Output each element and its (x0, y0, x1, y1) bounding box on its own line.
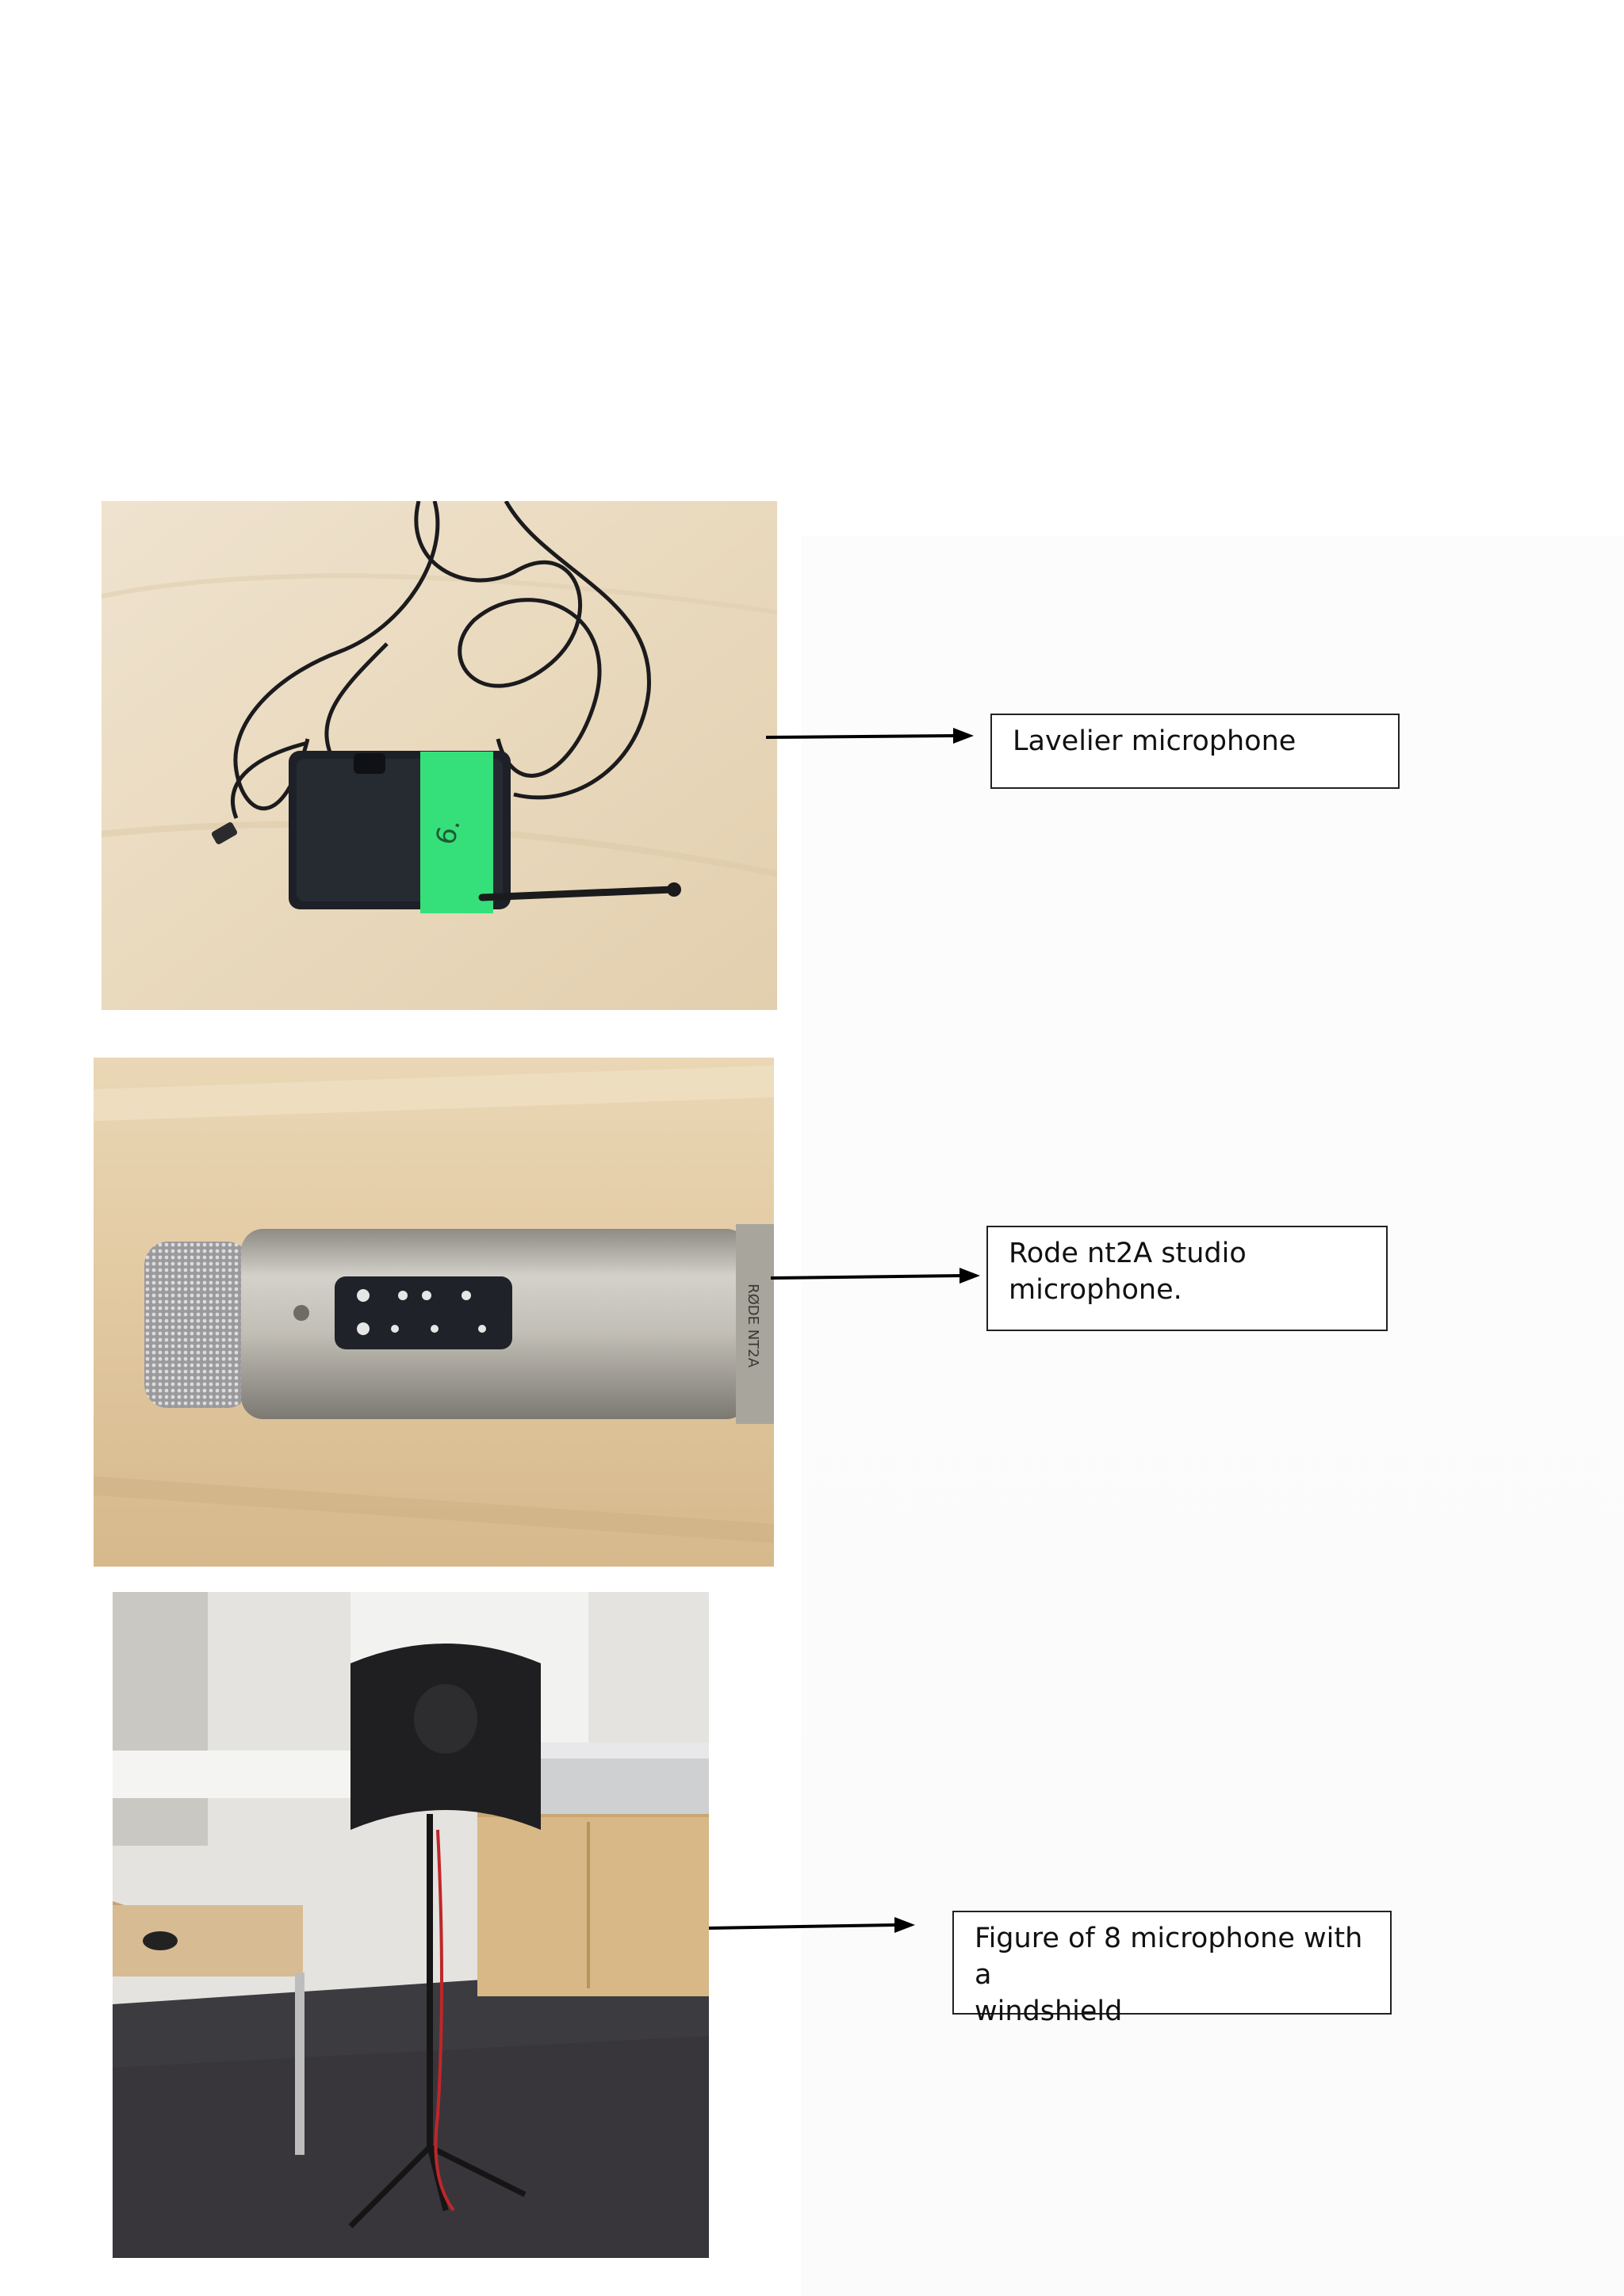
rode-label: Rode nt2A studio microphone. (986, 1226, 1388, 1331)
figure8-label-line1: Figure of 8 microphone with a (975, 1923, 1363, 1991)
arrow-lavalier (765, 728, 974, 744)
mic-brand: RØDE NT2A (745, 1284, 761, 1368)
rode-label-line1: Rode nt2A studio (1009, 1238, 1247, 1269)
figure8-label-line2: windshield (975, 1996, 1123, 2027)
lavalier-photo: 6. (102, 501, 777, 1010)
figure8-label: Figure of 8 microphone with a windshield (952, 1911, 1392, 2027)
lavalier-label-text: Lavelier microphone (1013, 725, 1297, 757)
figure8-photo (113, 1592, 709, 2258)
rode-nt2a-photo: RØDE NT2A (94, 1058, 774, 1567)
rode-label-line2: microphone. (1009, 1274, 1182, 1306)
lavalier-label: Lavelier microphone (990, 714, 1400, 789)
arrow-rode (770, 1268, 980, 1284)
page-background-shade (801, 536, 1624, 2296)
arrow-figure8 (708, 1917, 915, 1933)
